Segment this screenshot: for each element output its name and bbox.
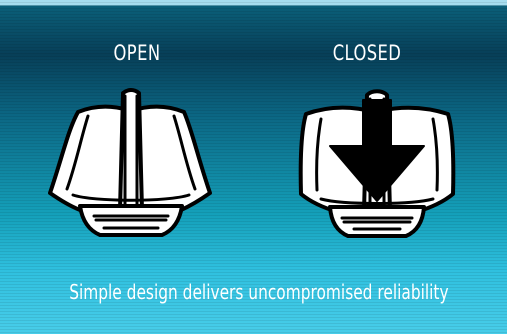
open-label: OPEN: [113, 41, 161, 65]
closed-label: CLOSED: [332, 41, 402, 65]
caption-text: Simple design delivers uncompromised rel…: [69, 280, 449, 304]
closed-device-illustration: [298, 89, 456, 238]
down-arrow-icon: [329, 99, 425, 202]
open-device-illustration: [48, 88, 212, 237]
open-device-detail-lines: [65, 94, 197, 230]
